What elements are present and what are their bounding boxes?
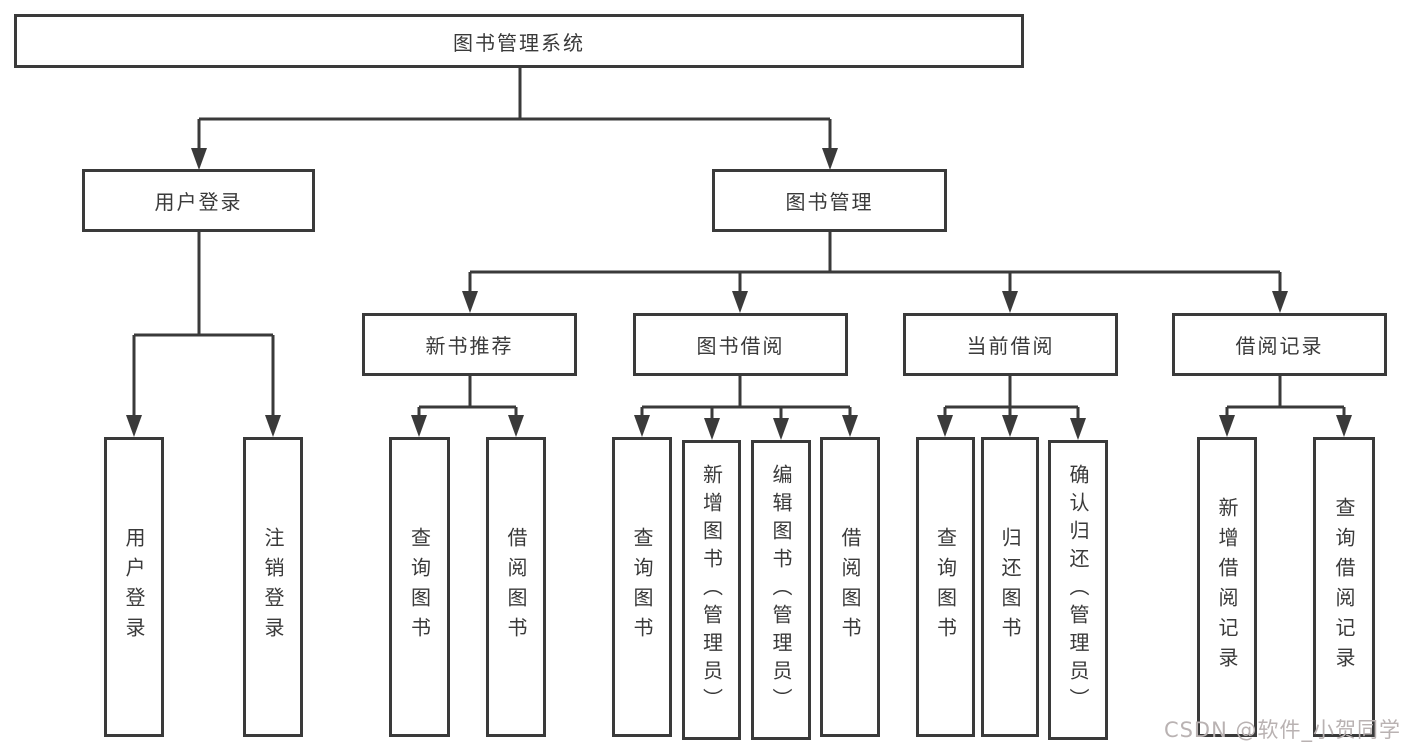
- leaf-label-nb-borrow-books: 借阅图书: [504, 527, 528, 647]
- leaf-label-logout: 注销登录: [261, 527, 285, 647]
- leaf-label-bb-edit-books-admin: 编辑图书（管理员）: [769, 464, 793, 716]
- node-label-root: 图书管理系统: [453, 30, 585, 55]
- node-box-current-borrow: 当前借阅: [903, 313, 1118, 376]
- leaf-box-bb-query-books: 查询图书: [612, 437, 672, 737]
- node-box-root: 图书管理系统: [14, 14, 1024, 68]
- node-label-new-book-recommend: 新书推荐: [425, 334, 514, 358]
- leaf-box-bb-add-books-admin: 新增图书（管理员）: [682, 440, 741, 740]
- leaf-box-cb-confirm-return-admin: 确认归还（管理员）: [1048, 440, 1108, 740]
- leaf-label-br-query-record: 查询借阅记录: [1332, 497, 1356, 677]
- node-box-book-management: 图书管理: [712, 169, 947, 232]
- leaf-box-cb-return-books: 归还图书: [981, 437, 1039, 737]
- node-label-current-borrow: 当前借阅: [966, 334, 1055, 358]
- leaf-box-bb-borrow-books: 借阅图书: [820, 437, 880, 737]
- leaf-box-br-add-record: 新增借阅记录: [1197, 437, 1257, 737]
- leaf-box-nb-borrow-books: 借阅图书: [486, 437, 546, 737]
- node-label-book-management: 图书管理: [785, 190, 874, 214]
- leaf-label-bb-query-books: 查询图书: [630, 527, 654, 647]
- leaf-box-cb-query-books: 查询图书: [916, 437, 975, 737]
- leaf-box-nb-query-books: 查询图书: [389, 437, 450, 737]
- leaf-label-cb-confirm-return-admin: 确认归还（管理员）: [1066, 464, 1090, 716]
- leaf-label-bb-borrow-books: 借阅图书: [838, 527, 862, 647]
- leaf-label-cb-query-books: 查询图书: [933, 527, 958, 647]
- leaf-label-br-add-record: 新增借阅记录: [1215, 497, 1239, 677]
- node-box-user-login: 用户登录: [82, 169, 315, 232]
- leaf-box-logout: 注销登录: [243, 437, 303, 737]
- leaf-label-user-login: 用户登录: [122, 527, 146, 647]
- leaf-label-nb-query-books: 查询图书: [407, 527, 432, 647]
- node-box-new-book-recommend: 新书推荐: [362, 313, 577, 376]
- node-label-user-login: 用户登录: [154, 190, 243, 214]
- leaf-box-user-login: 用户登录: [104, 437, 164, 737]
- node-box-book-borrow: 图书借阅: [633, 313, 848, 376]
- node-box-borrow-records: 借阅记录: [1172, 313, 1387, 376]
- node-label-borrow-records: 借阅记录: [1235, 334, 1324, 358]
- leaf-label-bb-add-books-admin: 新增图书（管理员）: [699, 464, 724, 716]
- leaf-label-cb-return-books: 归还图书: [998, 527, 1022, 647]
- node-label-book-borrow: 图书借阅: [696, 334, 785, 358]
- leaf-box-br-query-record: 查询借阅记录: [1313, 437, 1375, 737]
- leaf-box-bb-edit-books-admin: 编辑图书（管理员）: [751, 440, 811, 740]
- csdn-watermark: CSDN @软件_小贺同学: [1163, 718, 1401, 742]
